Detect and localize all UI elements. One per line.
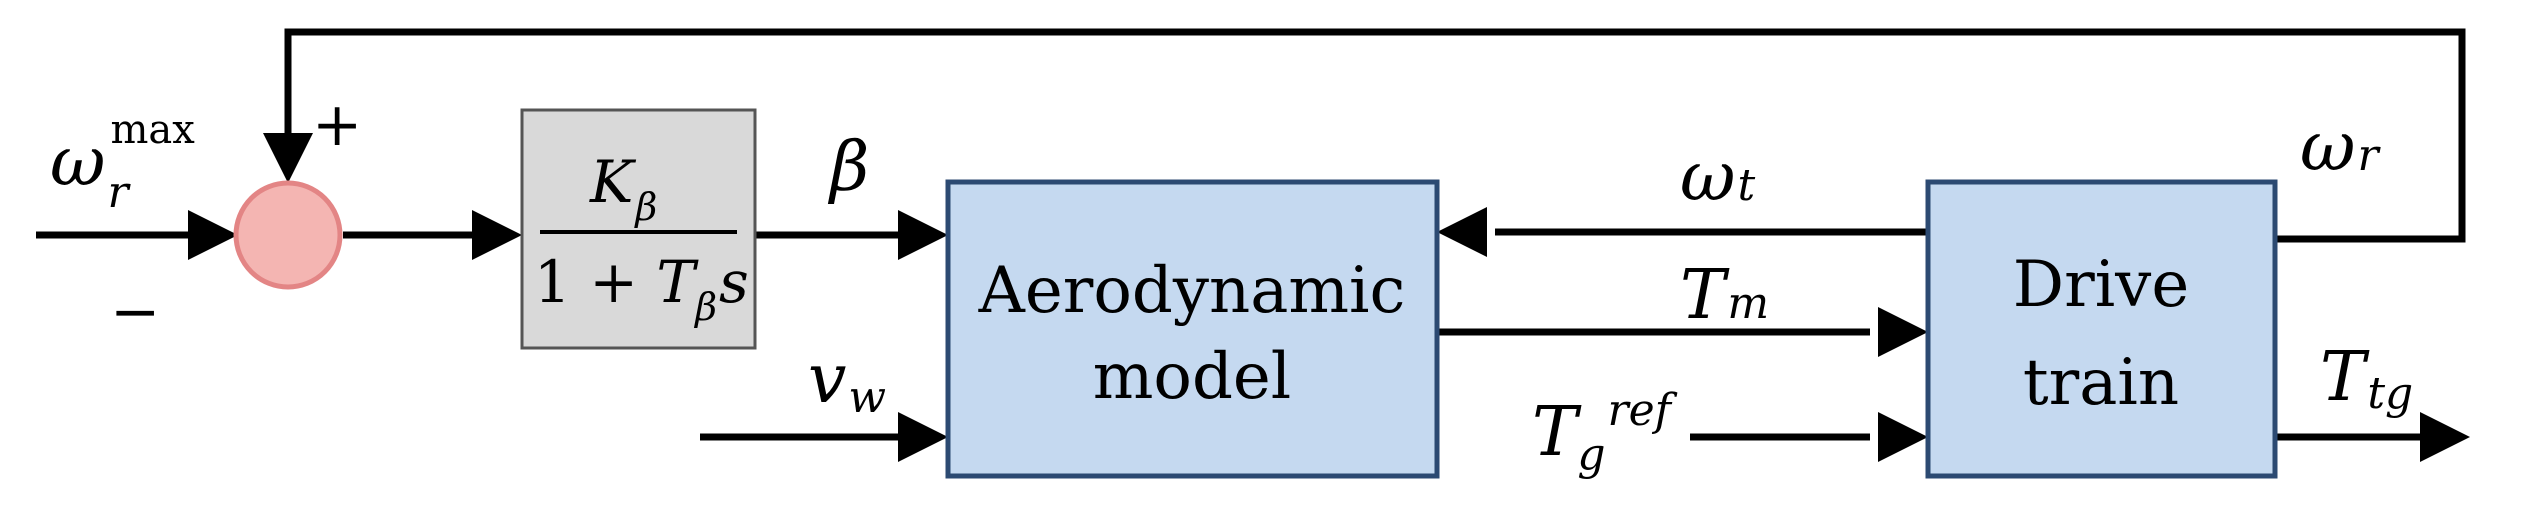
label-omega-r: ωr [2300,108,2381,187]
arrowhead-t-tg [2420,412,2470,462]
feedback-line-omega-r [284,28,2466,243]
arrowhead-t-g-ref [1878,412,1928,462]
minus-sign: − [110,277,160,347]
transfer-function-block [520,108,757,350]
drive-train-label-line1: Drive [2013,248,2189,322]
label-omega-r-max: ωrmax [50,107,195,218]
label-t-m: Tm [1680,256,1769,335]
arrowhead-omega-r-max [188,210,238,260]
arrowhead-t-m [1878,307,1928,357]
arrowhead-beta [898,210,948,260]
label-t-tg: Ttg [2320,338,2413,419]
aerodynamic-label-line1: Aerodynamic [978,254,1406,328]
arrowhead-sum-to-tf [472,210,522,260]
tf-denominator: 1 + Tβs [534,248,749,329]
aerodynamic-label-line2: model [1093,340,1292,414]
label-omega-t: ωt [1680,138,1755,217]
arrowheads [188,133,2470,462]
summing-junction [233,180,343,290]
drive-train-block [1925,179,2278,479]
plus-sign: + [312,90,362,160]
arrowhead-v-w [898,412,948,462]
arrowhead-omega-t [1437,207,1487,257]
connection-lines [36,28,2466,441]
label-beta: β [827,128,869,207]
aerodynamic-model-block [945,179,1440,479]
arrowhead-feedback [263,133,313,183]
tf-numerator: Kβ [589,148,657,229]
label-v-w: vw [808,340,886,423]
label-t-g-ref: Tgref [1532,385,1678,480]
drive-train-label-line2: train [2023,346,2179,420]
